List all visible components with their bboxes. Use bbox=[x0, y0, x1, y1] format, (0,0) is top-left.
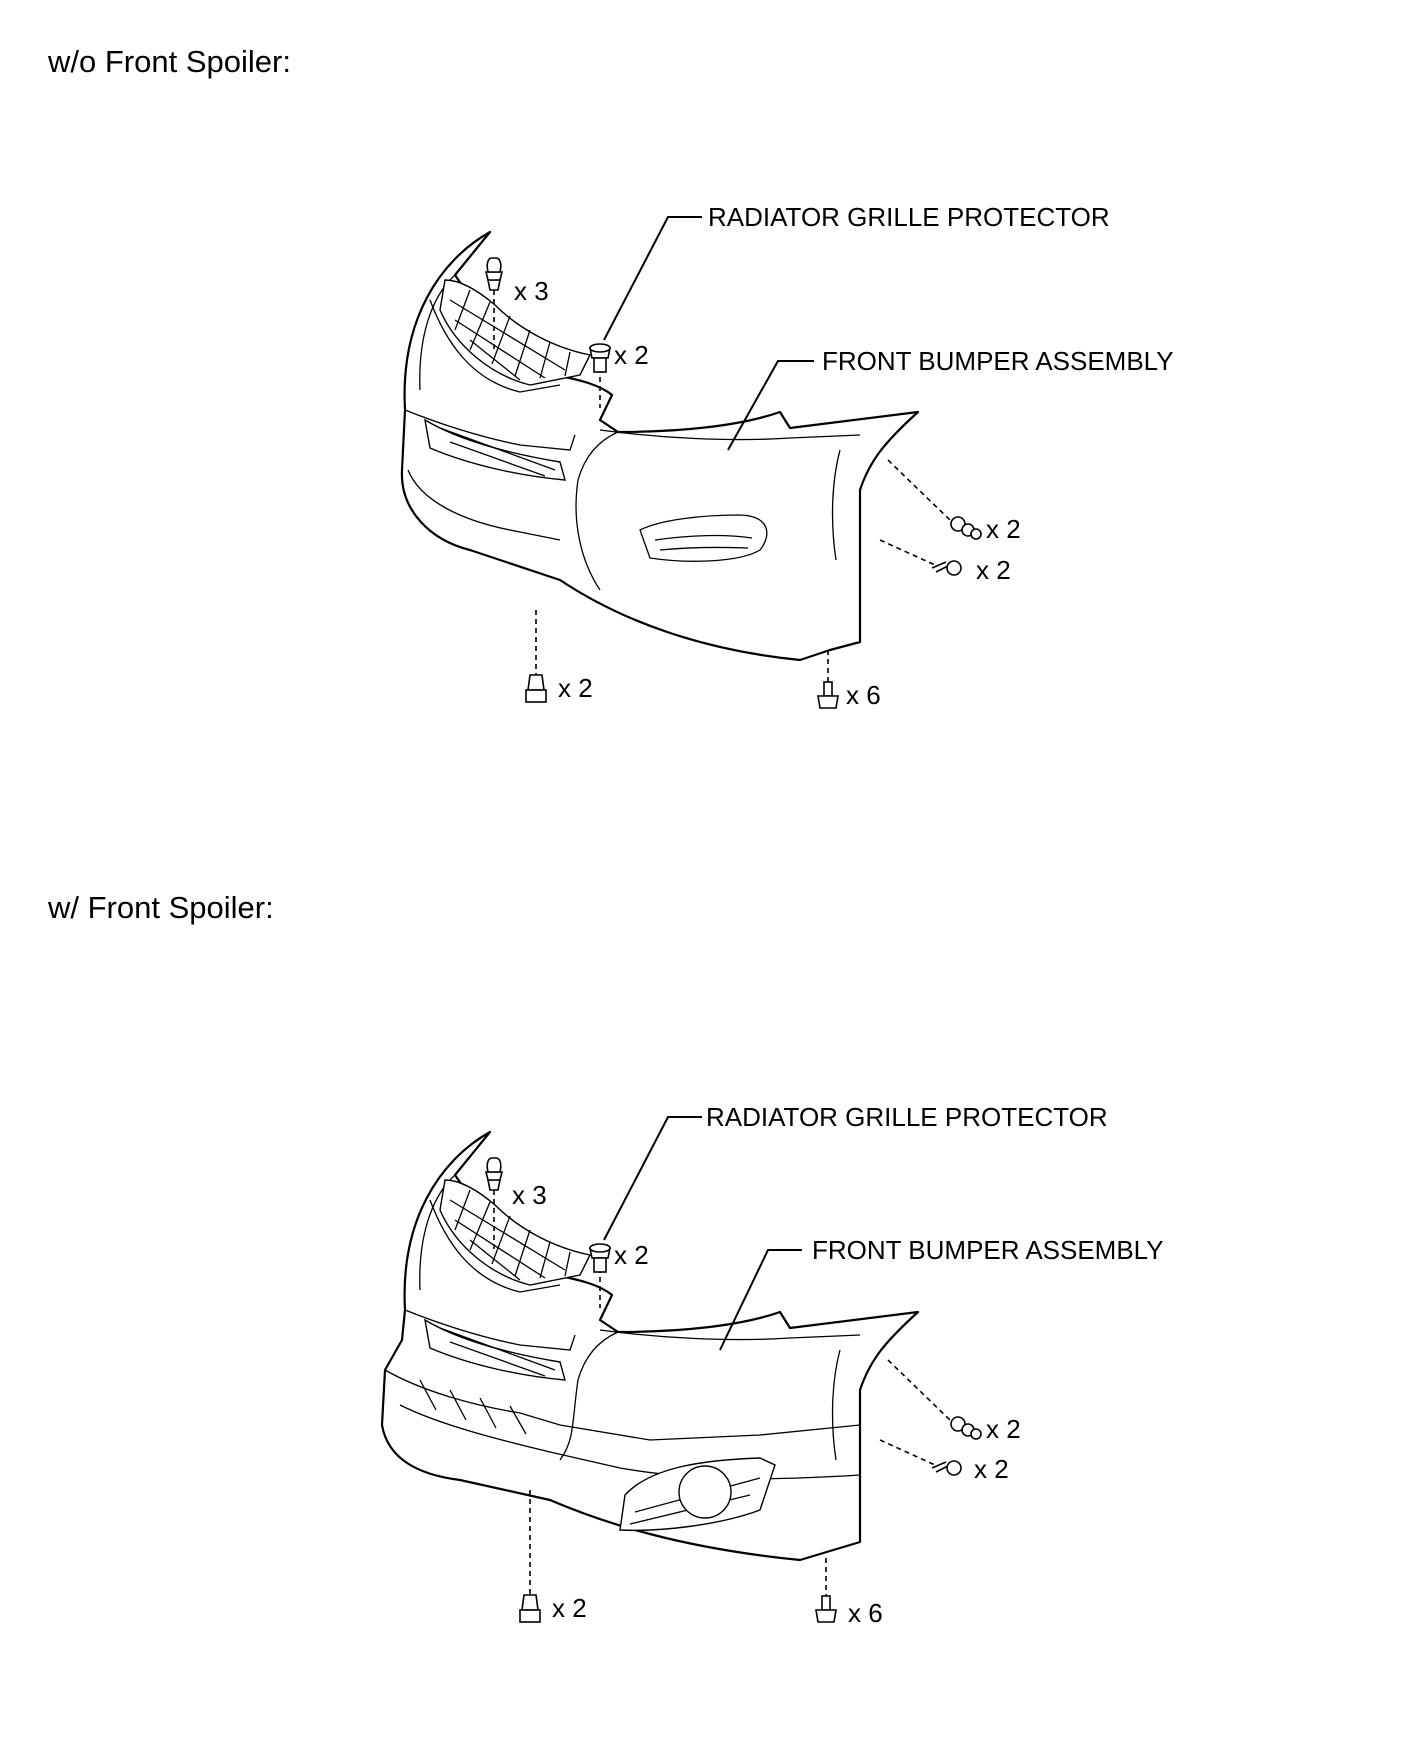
clip-icon bbox=[950, 516, 982, 540]
fog-lamp bbox=[678, 1465, 732, 1519]
bumper-diagram-with-spoiler: x 3 x 2 x 2 x 2 x 2 x 6 RADIATOR GRILLE … bbox=[380, 1102, 1164, 1628]
callout-radiator-grille-protector: RADIATOR GRILLE PROTECTOR bbox=[708, 202, 1110, 232]
qty-label-top-center-screw: x 2 bbox=[614, 340, 649, 370]
qty-label-bottom-right-bolt: x 6 bbox=[848, 1598, 883, 1628]
front-bumper-assembly bbox=[400, 230, 920, 662]
section-heading-with-spoiler: w/ Front Spoiler: bbox=[48, 890, 274, 925]
lower-grille-mesh bbox=[424, 1318, 566, 1381]
front-bumper-assembly bbox=[380, 1130, 920, 1562]
section-heading-without-spoiler: w/o Front Spoiler: bbox=[48, 44, 291, 79]
clip-icon bbox=[931, 1460, 962, 1476]
qty-label-side-clip-lower: x 2 bbox=[974, 1454, 1009, 1484]
qty-label-bottom-right-bolt: x 6 bbox=[846, 680, 881, 710]
qty-label-side-clip-upper: x 2 bbox=[986, 1414, 1021, 1444]
upper-grille-mesh bbox=[439, 1179, 592, 1286]
qty-label-top-left-clip: x 3 bbox=[512, 1180, 547, 1210]
bolt-icon bbox=[815, 1595, 837, 1623]
qty-label-top-center-screw: x 2 bbox=[614, 1240, 649, 1270]
clip-icon bbox=[484, 1157, 504, 1191]
qty-label-top-left-clip: x 3 bbox=[514, 276, 549, 306]
callout-front-bumper-assembly: FRONT BUMPER ASSEMBLY bbox=[812, 1235, 1164, 1265]
screw-icon bbox=[525, 674, 547, 703]
qty-label-bottom-left-screw: x 2 bbox=[552, 1593, 587, 1623]
screw-icon bbox=[589, 1243, 611, 1273]
callout-radiator-grille-protector: RADIATOR GRILLE PROTECTOR bbox=[706, 1102, 1108, 1132]
clip-icon bbox=[931, 560, 962, 576]
qty-label-bottom-left-screw: x 2 bbox=[558, 673, 593, 703]
qty-label-side-clip-upper: x 2 bbox=[986, 514, 1021, 544]
front-spoiler bbox=[384, 1369, 861, 1441]
upper-grille-mesh bbox=[439, 279, 592, 386]
callout-front-bumper-assembly: FRONT BUMPER ASSEMBLY bbox=[822, 346, 1174, 376]
bumper-diagram-without-spoiler: x 3 x 2 x 2 x 2 x 2 x 6 RADIATOR GRILLE … bbox=[400, 202, 1174, 710]
clip-icon bbox=[484, 257, 504, 291]
fog-lamp-cover bbox=[639, 514, 768, 562]
screw-icon bbox=[589, 343, 611, 373]
screw-icon bbox=[519, 1594, 541, 1623]
bolt-icon bbox=[817, 681, 839, 709]
qty-label-side-clip-lower: x 2 bbox=[976, 555, 1011, 585]
lower-grille-mesh bbox=[424, 418, 566, 481]
clip-icon bbox=[950, 1416, 982, 1440]
